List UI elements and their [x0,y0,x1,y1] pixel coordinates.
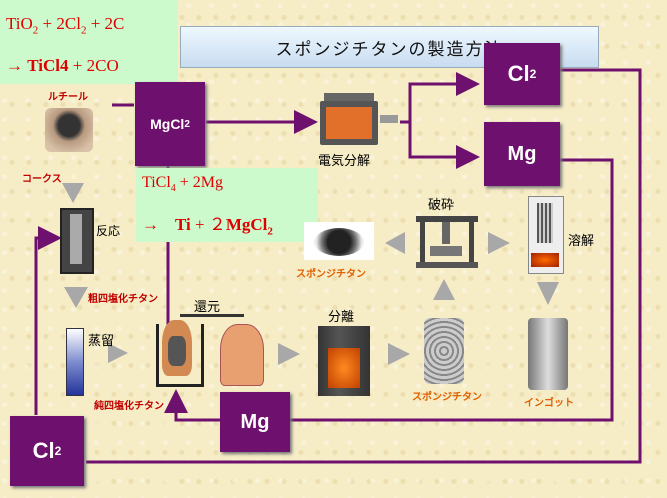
label-pure-ticl4: 純四塩化チタン [94,401,164,412]
melting-furnace [528,196,564,274]
label-electrolysis: 電気分解 [318,154,371,169]
equation-2: TiCl4 + 2Mg →Ti + ２MgCl2 [136,168,318,242]
sponge-titanium-image-1 [304,222,374,260]
arrow-sponge-up [433,279,455,300]
arrow-crush-right [488,232,510,254]
rutile-image [45,108,93,152]
sponge-titanium-image-2 [424,318,464,384]
label-ingot: インゴット [524,398,574,409]
label-sponge-2: スポンジチタン [412,392,482,403]
label-melt: 溶解 [568,234,595,249]
label-crush: 破砕 [428,198,455,213]
label-crude-ticl4: 粗四塩化チタン [88,294,158,305]
arrow-reduction-right [278,343,300,365]
label-coke: コークス [22,174,62,185]
arrow-crush-left [385,232,405,254]
separation-vessel [318,326,370,396]
arrow-distill-right [108,343,128,363]
arrow-rutile-down [62,183,84,203]
equation-1: TiO2 + 2Cl2 + 2C → TiCl4 + 2CO [0,0,178,84]
label-separate: 分離 [328,310,355,325]
title-text: スポンジチタンの製造方法 [275,39,504,60]
reaction-vessel [60,208,94,274]
arrow-reaction-down [64,287,88,308]
crusher-machine [416,214,478,268]
reduction-vessel [150,312,270,392]
distillation-column [66,328,84,396]
mg-box-bottom: Mg [220,392,290,452]
label-distill: 蒸留 [88,334,115,349]
label-rutile: ルチール [48,92,88,103]
mg-box-right: Mg [484,122,560,186]
label-reaction: 反応 [96,224,121,238]
electrolysis-cell [316,93,400,147]
arrow-separate-right [388,343,410,365]
ingot-image [528,318,568,390]
label-sponge-1: スポンジチタン [296,269,366,280]
arrow-melt-down [537,282,559,305]
label-reduction: 還元 [194,300,221,315]
